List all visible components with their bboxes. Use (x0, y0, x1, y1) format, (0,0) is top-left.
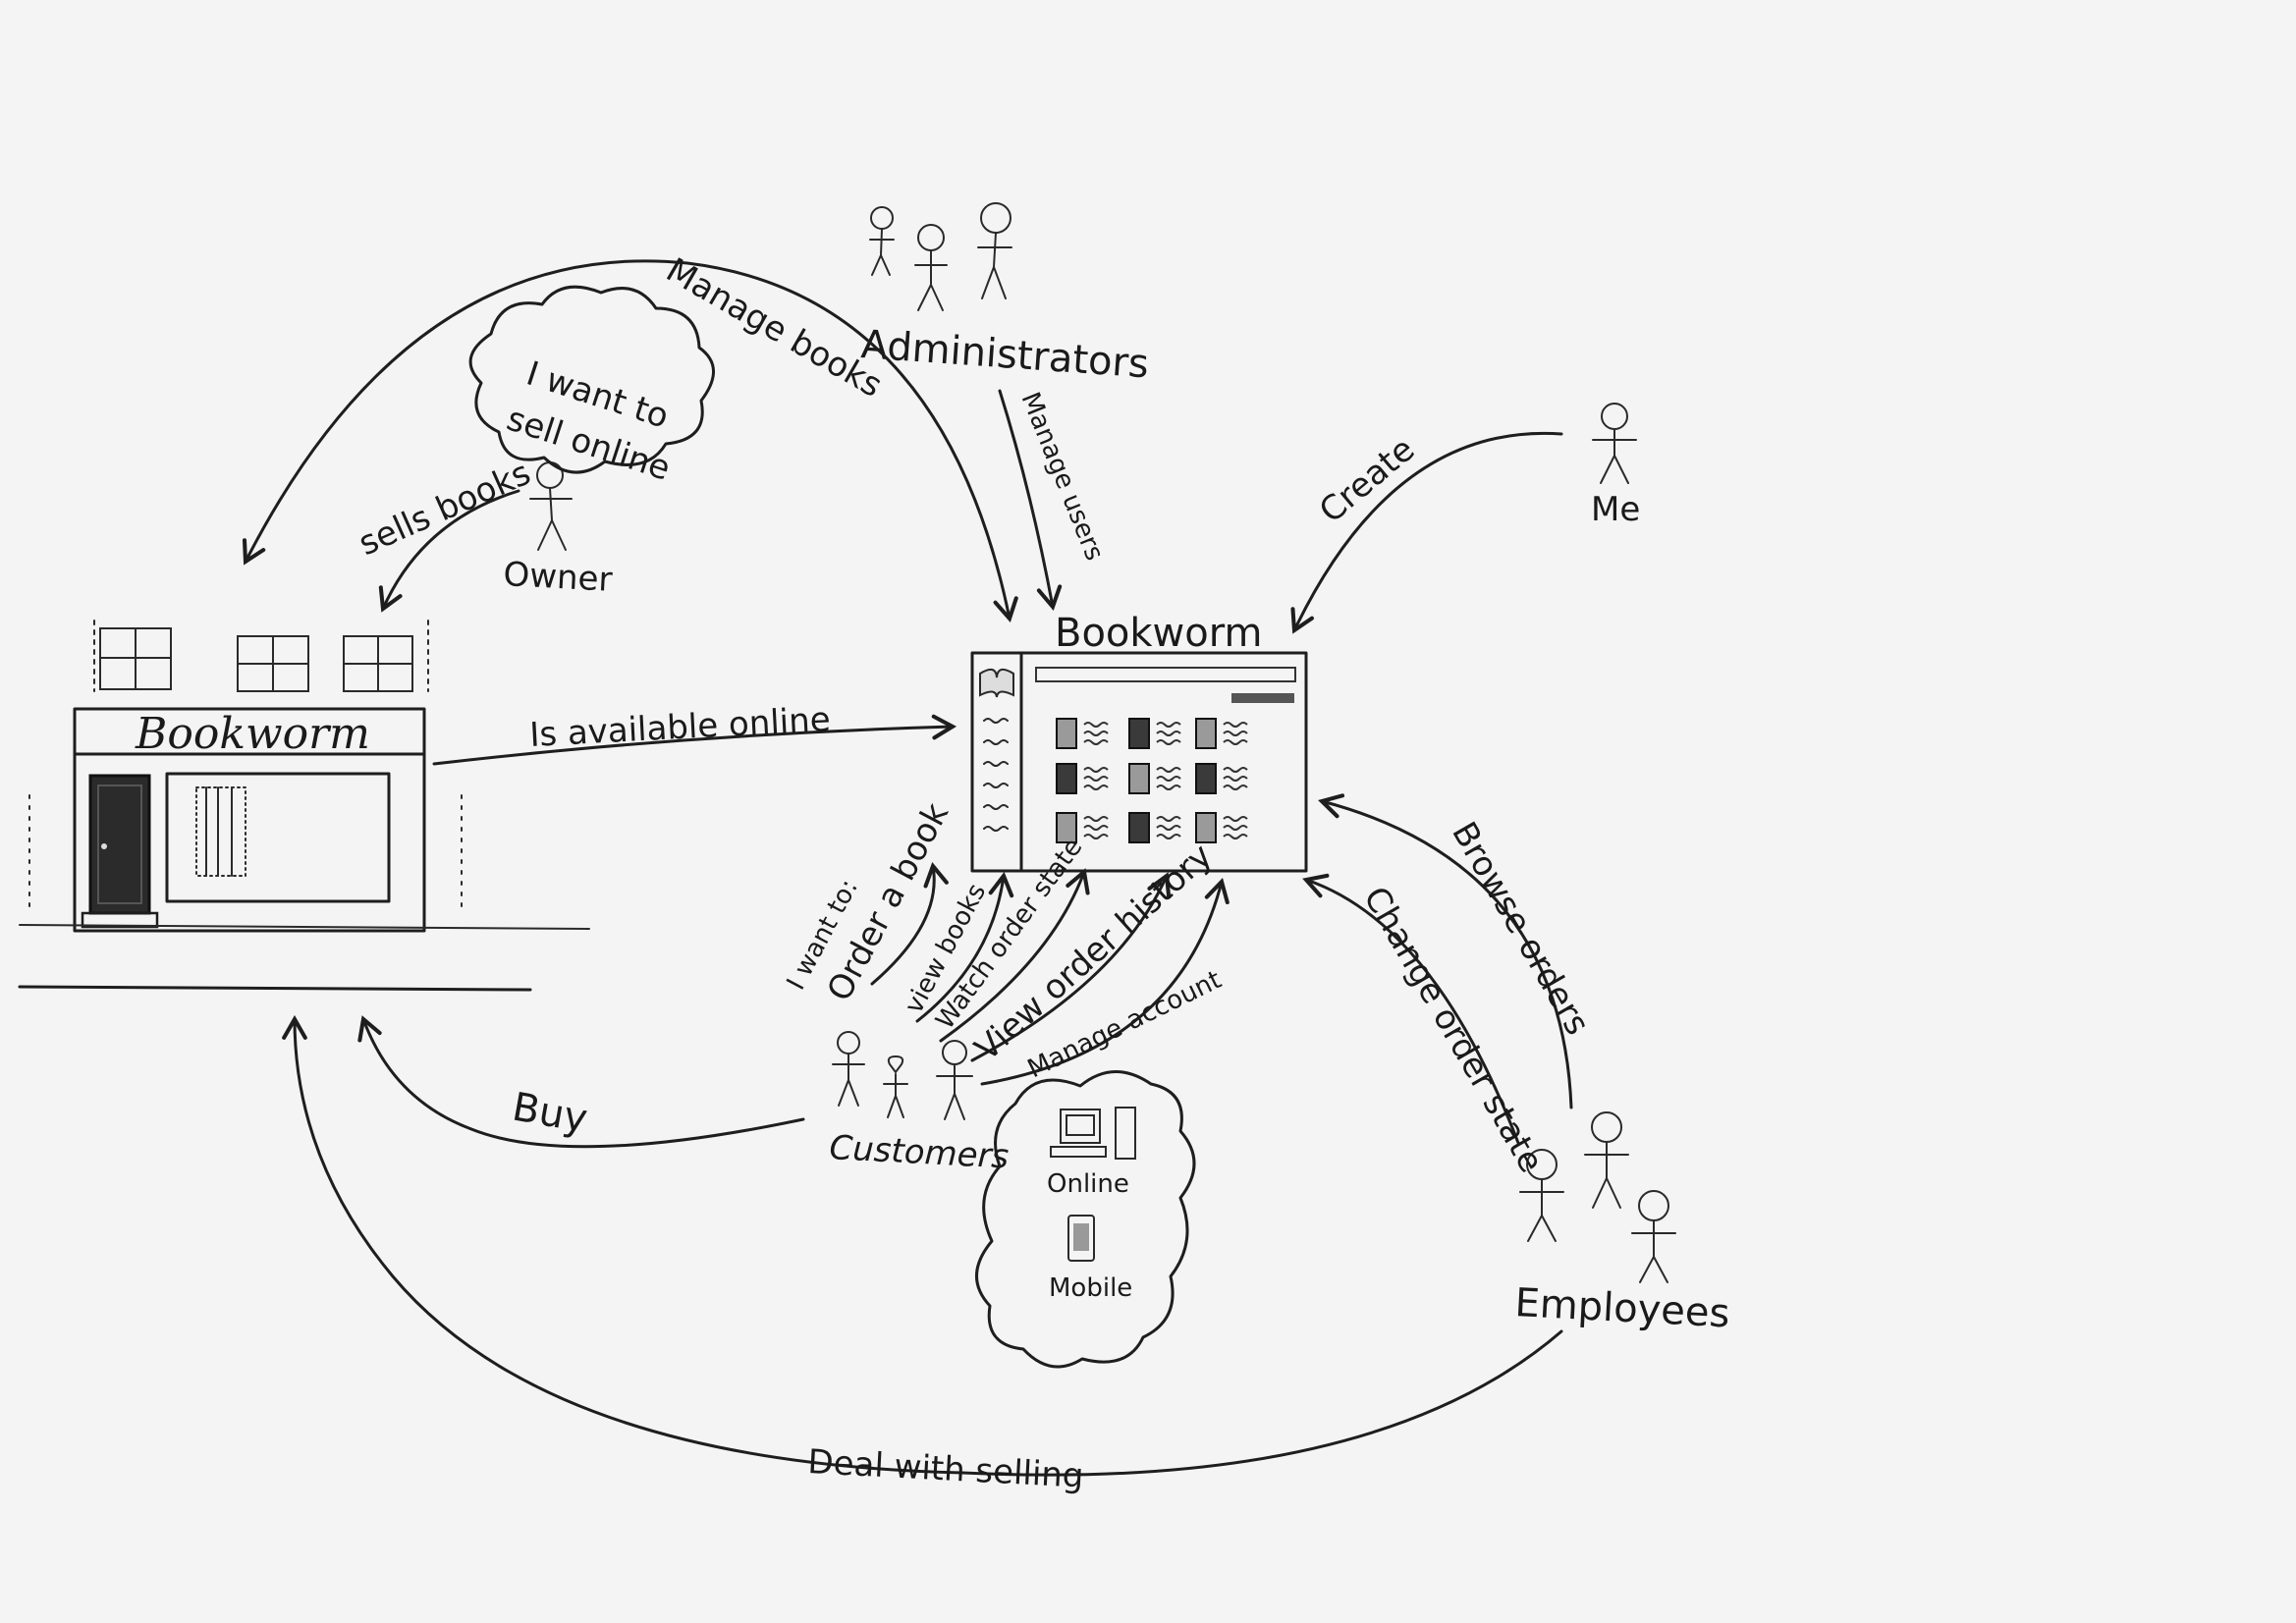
book-text-squiggle (1156, 825, 1181, 831)
sidebar-menu (983, 718, 1009, 832)
admin-figure-3 (977, 202, 1012, 299)
book-text-squiggle (1223, 722, 1248, 728)
book-text-squiggle (1223, 834, 1248, 839)
search-bar (1035, 667, 1296, 682)
book-text-squiggle (1223, 739, 1248, 745)
customers-label: Customers (829, 1128, 1011, 1177)
book-logo-icon (979, 668, 1014, 698)
mobile-phone-icon (1067, 1215, 1095, 1262)
book-cover-icon (1128, 763, 1150, 794)
book-text-squiggle (1083, 730, 1109, 736)
book-cover-icon (1056, 718, 1077, 749)
book-text-squiggle (1156, 739, 1181, 745)
customer-figure-2 (883, 1055, 908, 1118)
owner-label: Owner (503, 555, 614, 600)
customers-actor: Customers (829, 1031, 1011, 1177)
store-sign: Bookworm (135, 709, 370, 759)
book-text-squiggle (1223, 816, 1248, 822)
book-text-squiggle (1223, 776, 1248, 782)
employee-figure-3 (1631, 1190, 1676, 1283)
shop-display-window (165, 772, 391, 903)
desktop-computer-icon (1050, 1107, 1136, 1160)
edge-create: Create (1290, 430, 1563, 634)
edge-buy: Buy (357, 1015, 805, 1149)
book-grid (1056, 718, 1248, 843)
customer-figure-1 (832, 1031, 865, 1107)
edge-order-a-book (870, 861, 949, 986)
bookstore-building: Bookworm (18, 620, 590, 992)
book-cover-icon (1056, 763, 1077, 794)
book-text-squiggle (1083, 816, 1109, 822)
book-text-squiggle (1223, 767, 1248, 773)
bookworm-app-window: Bookworm (970, 611, 1308, 873)
book-text-squiggle (1083, 784, 1109, 790)
employee-figure-1 (1584, 1111, 1629, 1209)
edge-manage-books: Manage books (242, 250, 1018, 622)
app-title: Bookworm (1055, 611, 1262, 656)
book-cover-icon (1195, 812, 1217, 843)
customer-figure-3 (936, 1040, 973, 1120)
shop-facade (73, 707, 426, 933)
book-cover-icon (1195, 718, 1217, 749)
book-text-squiggle (1083, 767, 1109, 773)
book-text-squiggle (1223, 784, 1248, 790)
svg-text:Is available online: Is available online (528, 700, 831, 755)
svg-text:Deal with selling: Deal with selling (807, 1442, 1085, 1496)
svg-text:Manage users: Manage users (1015, 388, 1110, 565)
book-text-squiggle (1156, 816, 1181, 822)
book-text-squiggle (1223, 730, 1248, 736)
book-text-squiggle (1083, 834, 1109, 839)
employees-actor: Employees (1513, 1111, 1731, 1336)
edge-manage-users: Manage users (998, 388, 1110, 612)
book-text-squiggle (1156, 730, 1181, 736)
me-label: Me (1591, 490, 1640, 529)
channel-online: Online (1047, 1169, 1129, 1199)
me-actor: Me (1591, 403, 1640, 529)
admin-figure-1 (869, 206, 895, 276)
book-text-squiggle (1223, 825, 1248, 831)
book-cover-icon (1056, 812, 1077, 843)
book-text-squiggle (1083, 739, 1109, 745)
employee-figure-2 (1519, 1149, 1564, 1242)
book-cover-icon (1195, 763, 1217, 794)
edge-is-available-online: Is available online (432, 700, 957, 766)
svg-text:Buy: Buy (509, 1085, 590, 1143)
book-text-squiggle (1083, 825, 1109, 831)
book-text-squiggle (1083, 722, 1109, 728)
admin-figure-2 (914, 224, 948, 311)
svg-text:sells books: sells books (353, 454, 536, 564)
book-cover-icon (1128, 812, 1150, 843)
book-text-squiggle (1156, 784, 1181, 790)
book-text-squiggle (1156, 722, 1181, 728)
upper-windows (93, 620, 429, 692)
book-cover-icon (1128, 718, 1150, 749)
administrators-actor: Administrators (859, 202, 1150, 387)
employees-label: Employees (1513, 1280, 1730, 1336)
shop-door (81, 774, 159, 929)
book-text-squiggle (1083, 776, 1109, 782)
svg-text:Browse orders: Browse orders (1444, 816, 1597, 1042)
edge-deal-with-selling: Deal with selling (282, 1014, 1563, 1496)
book-text-squiggle (1156, 776, 1181, 782)
book-text-squiggle (1156, 834, 1181, 839)
book-text-squiggle (1156, 767, 1181, 773)
channels-bubble: Online Mobile (975, 1070, 1196, 1369)
channel-mobile: Mobile (1049, 1273, 1132, 1303)
